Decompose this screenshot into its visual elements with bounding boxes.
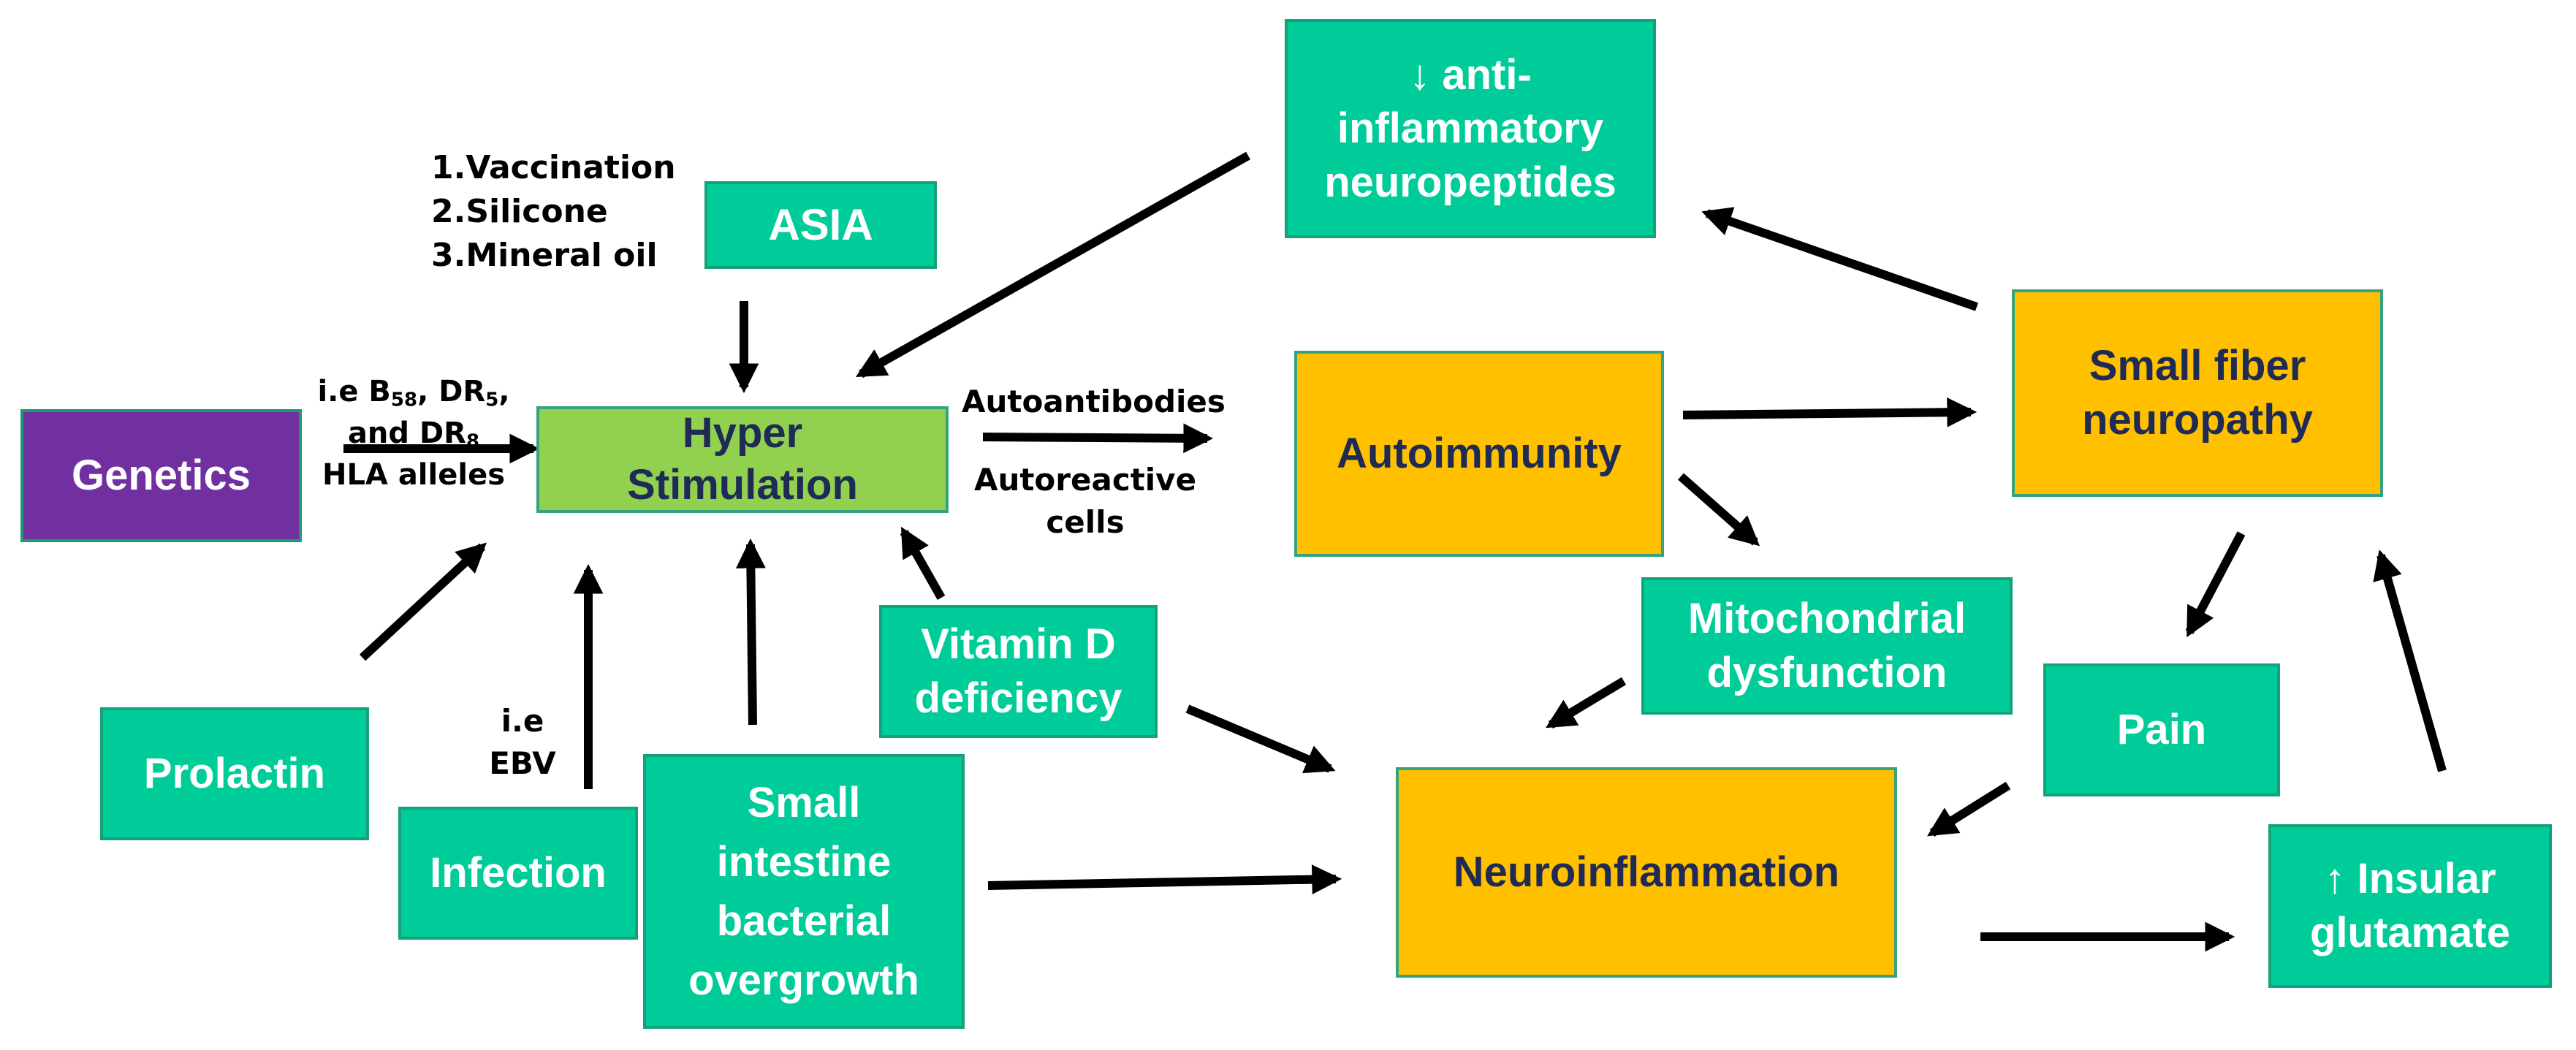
genetics-label: Genetics	[72, 452, 251, 500]
hla-line-2: and DR8	[347, 416, 480, 453]
genetics-box: Genetics	[20, 409, 302, 542]
mitochondrial-dysfunction-label: Mitochondrial dysfunction	[1687, 595, 1967, 696]
small-fiber-neuropathy-label: Small fiber neuropathy	[2082, 342, 2313, 444]
insular-glutamate-label: ↑ Insular glutamate	[2310, 855, 2510, 956]
hyper-stimulation-box: Hyper Stimulation	[536, 406, 949, 513]
arrow-vitamind-to-hyper	[900, 526, 946, 600]
neuroinflammation-box: Neuroinflammation	[1396, 767, 1897, 978]
hla-line-1: i.e B58, DR5,	[317, 375, 510, 411]
sibo-label: Small intestine bacterial overgrowth	[688, 778, 919, 1005]
hla-line-3: HLA alleles	[322, 457, 506, 492]
ebv-label: i.e EBV	[489, 703, 556, 781]
arrow-pain-to-neuroinflammation	[1927, 781, 2011, 837]
pain-label: Pain	[2116, 706, 2207, 754]
arrow-autoimmunity-to-mitochondrial	[1678, 473, 1760, 547]
anti-inflammatory-neuropeptides-label: ↓ anti- inflammatory neuropeptides	[1324, 50, 1616, 206]
asia-agent-2: 2.Silicone	[431, 192, 608, 230]
hla-alleles-label: i.e B58, DR5, and DR8 HLA alleles	[304, 371, 523, 495]
insular-glutamate-box: ↑ Insular glutamate	[2268, 824, 2552, 988]
neuroinflammation-label: Neuroinflammation	[1453, 848, 1840, 897]
hyper-stimulation-label: Hyper Stimulation	[627, 409, 858, 509]
asia-agent-1: 1.Vaccination	[431, 149, 676, 186]
arrow-smallfiber-to-neuropeptides	[1701, 207, 1978, 311]
arrow-neuropeptides-to-hyper	[855, 151, 1250, 378]
anti-inflammatory-neuropeptides-box: ↓ anti- inflammatory neuropeptides	[1285, 19, 1656, 238]
prolactin-label: Prolactin	[143, 750, 326, 798]
autoantibodies-label: Autoantibodies	[962, 384, 1226, 419]
pain-box: Pain	[2043, 663, 2280, 796]
arrow-sibo-to-hyper	[735, 538, 766, 726]
vitamin-d-deficiency-label: Vitamin D deficiency	[914, 620, 1122, 722]
asia-box: ASIA	[704, 181, 937, 269]
arrow-insular-to-smallfiber	[2373, 549, 2447, 772]
sibo-box: Small intestine bacterial overgrowth	[643, 754, 965, 1029]
autoimmunity-box: Autoimmunity	[1294, 351, 1664, 557]
arrow-vitamind-to-neuroinflammation	[1185, 704, 1336, 774]
asia-agent-3: 3.Mineral oil	[431, 236, 658, 274]
vitamin-d-deficiency-box: Vitamin D deficiency	[879, 605, 1158, 738]
arrow-prolactin-to-hyper	[359, 542, 487, 661]
asia-label: ASIA	[768, 199, 873, 249]
arrow-hyper-to-autoantibodies	[982, 423, 1214, 454]
arrow-autoimmunity-to-smallfiber	[1682, 397, 1977, 427]
arrow-smallfiber-to-pain	[2185, 531, 2246, 638]
prolactin-box: Prolactin	[100, 707, 369, 840]
infection-label: Infection	[430, 849, 607, 897]
infection-box: Infection	[398, 807, 638, 940]
arrow-mitochondrial-to-neuroinflammation	[1546, 677, 1627, 729]
arrow-sibo-to-neuroinflammation	[987, 864, 1342, 895]
small-fiber-neuropathy-box: Small fiber neuropathy	[2012, 289, 2383, 497]
autoimmunity-label: Autoimmunity	[1337, 430, 1622, 478]
asia-agents-list: 1.Vaccination 2.Silicone 3.Mineral oil	[431, 146, 676, 277]
mitochondrial-dysfunction-box: Mitochondrial dysfunction	[1641, 577, 2013, 715]
autoreactive-cells-label: Autoreactive cells	[973, 462, 1197, 540]
